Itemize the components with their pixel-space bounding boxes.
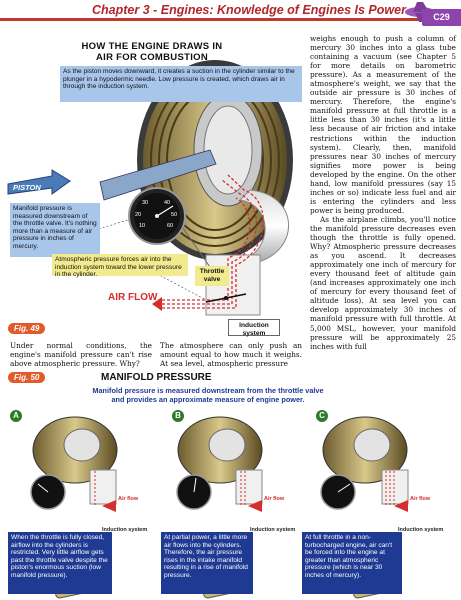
- fig49-title-line2: AIR FOR COMBUSTION: [95, 52, 208, 63]
- panel-letter-c: C: [316, 410, 328, 422]
- panel-b-airflow: Air flow: [264, 496, 285, 502]
- page-tab: C29: [422, 9, 461, 26]
- gauge-num: 10: [139, 223, 145, 229]
- body-col-1-text: Under normal conditions, the engine's ma…: [10, 341, 152, 369]
- panel-c-airflow: Air flow: [410, 496, 431, 502]
- fig50-subtitle: Manifold pressure is measured downstream…: [68, 386, 348, 404]
- panel-a-induction: Induction system: [102, 527, 148, 533]
- gauge-numbers: 10 20 30 40 50 60: [135, 200, 177, 229]
- fig49-note-suction: As the piston moves downward, it creates…: [60, 66, 302, 102]
- panel-letter-b: B: [172, 410, 184, 422]
- gauge-line: [182, 227, 213, 271]
- body-col-3: weighs enough to push a column of mercur…: [310, 34, 456, 351]
- fig50-title: MANIFOLD PRESSURE: [101, 372, 212, 383]
- panel-letter-a: A: [10, 410, 22, 422]
- fig49-badge: Fig. 49: [8, 323, 46, 334]
- body-col-1: Under normal conditions, the engine's ma…: [10, 341, 152, 368]
- panel-c-induction: Induction system: [398, 527, 444, 533]
- induction-system-label: Induction system: [228, 319, 280, 337]
- gauge-num: 50: [171, 212, 177, 218]
- airflow-arrows: [162, 174, 265, 309]
- gauge-num: 30: [142, 200, 148, 206]
- manifold-gauge: [128, 187, 186, 245]
- panel-a-airflow: Air flow: [118, 496, 139, 502]
- fig50-badge: Fig. 50: [8, 372, 46, 383]
- airflow-label: AIR FLOW: [108, 292, 158, 303]
- fig49-title-line1: HOW THE ENGINE DRAWS IN: [81, 41, 223, 52]
- caption-closed-throttle: When the throttle is fully closed, airfl…: [8, 532, 112, 594]
- throttle-valve-label: Throttle valve: [195, 266, 229, 286]
- piston-arrow: [7, 169, 71, 195]
- piston-label: PISTON: [13, 183, 41, 192]
- body-col-2: The atmosphere can only push an amount e…: [160, 341, 302, 368]
- body-col-3-p1: weighs enough to push a column of mercur…: [310, 34, 456, 215]
- fig49-title: HOW THE ENGINE DRAWS IN AIR FOR COMBUSTI…: [52, 41, 252, 63]
- gauge-num: 20: [135, 212, 141, 218]
- panel-b-induction: Induction system: [250, 527, 296, 533]
- page-header: Chapter 3 - Engines: Knowledge of Engine…: [0, 0, 461, 22]
- caption-full-throttle: At full throttle in a non-turbocharged e…: [302, 532, 402, 594]
- fig49-note-atmospheric: Atmospheric pressure forces air into the…: [52, 254, 188, 278]
- gauge-num: 40: [164, 200, 170, 206]
- fig50-subtitle-line1: Manifold pressure is measured downstream…: [92, 386, 324, 395]
- caption-partial-power: At partial power, a little more air flow…: [161, 532, 253, 594]
- fig50-subtitle-line2: and provides an approximate measure of e…: [111, 395, 305, 404]
- piston-rod: [99, 149, 217, 201]
- gauge-num: 60: [167, 223, 173, 229]
- chapter-title: Chapter 3 - Engines: Knowledge of Engine…: [92, 3, 406, 17]
- body-col-3-p2: As the airplane climbs, you'll notice th…: [310, 214, 456, 351]
- header-rule: [0, 18, 422, 21]
- fig49-note-manifold: Manifold pressure is measured downstream…: [10, 203, 100, 257]
- panel-b-art: [176, 416, 263, 599]
- body-col-2-text: The atmosphere can only push an amount e…: [160, 341, 302, 369]
